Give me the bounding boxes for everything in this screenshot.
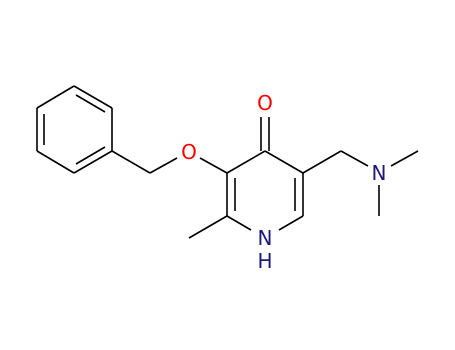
atom-label-oxygen-carbonyl: O <box>257 91 273 115</box>
atom-label-nitrogen-amine: N <box>372 161 387 185</box>
bond-oxygen-ring <box>199 157 228 174</box>
benzene-ring <box>36 85 113 174</box>
bond-c4-c5 <box>264 150 304 174</box>
bond-benzene-6 <box>36 85 75 109</box>
bond-c6-n1 <box>278 215 304 231</box>
bond-benzene-inner-2 <box>75 146 106 165</box>
bond-n1-c2 <box>226 215 252 231</box>
bond-benzene-4 <box>36 150 75 174</box>
atom-label-nitrogen-ring: N <box>258 226 273 250</box>
bond-c3-c4 <box>226 150 266 174</box>
bond-ch2-nitrogen <box>340 150 369 167</box>
atom-label-hydrogen-ring: H <box>257 249 272 273</box>
pyridinone-ring <box>226 150 304 231</box>
bond-benzene-1 <box>73 85 113 109</box>
bond-c5-ch2 <box>302 150 342 174</box>
bond-benzene-inner-1 <box>75 94 106 113</box>
bond-benzene-3 <box>73 150 113 174</box>
atom-label-oxygen-ether: O <box>181 140 197 164</box>
bond-phenyl-ch2 <box>111 150 151 174</box>
bond-ch2-oxygen <box>149 157 178 174</box>
bond-nitrogen-methyl-1 <box>390 150 419 167</box>
bond-methyl <box>188 215 228 239</box>
